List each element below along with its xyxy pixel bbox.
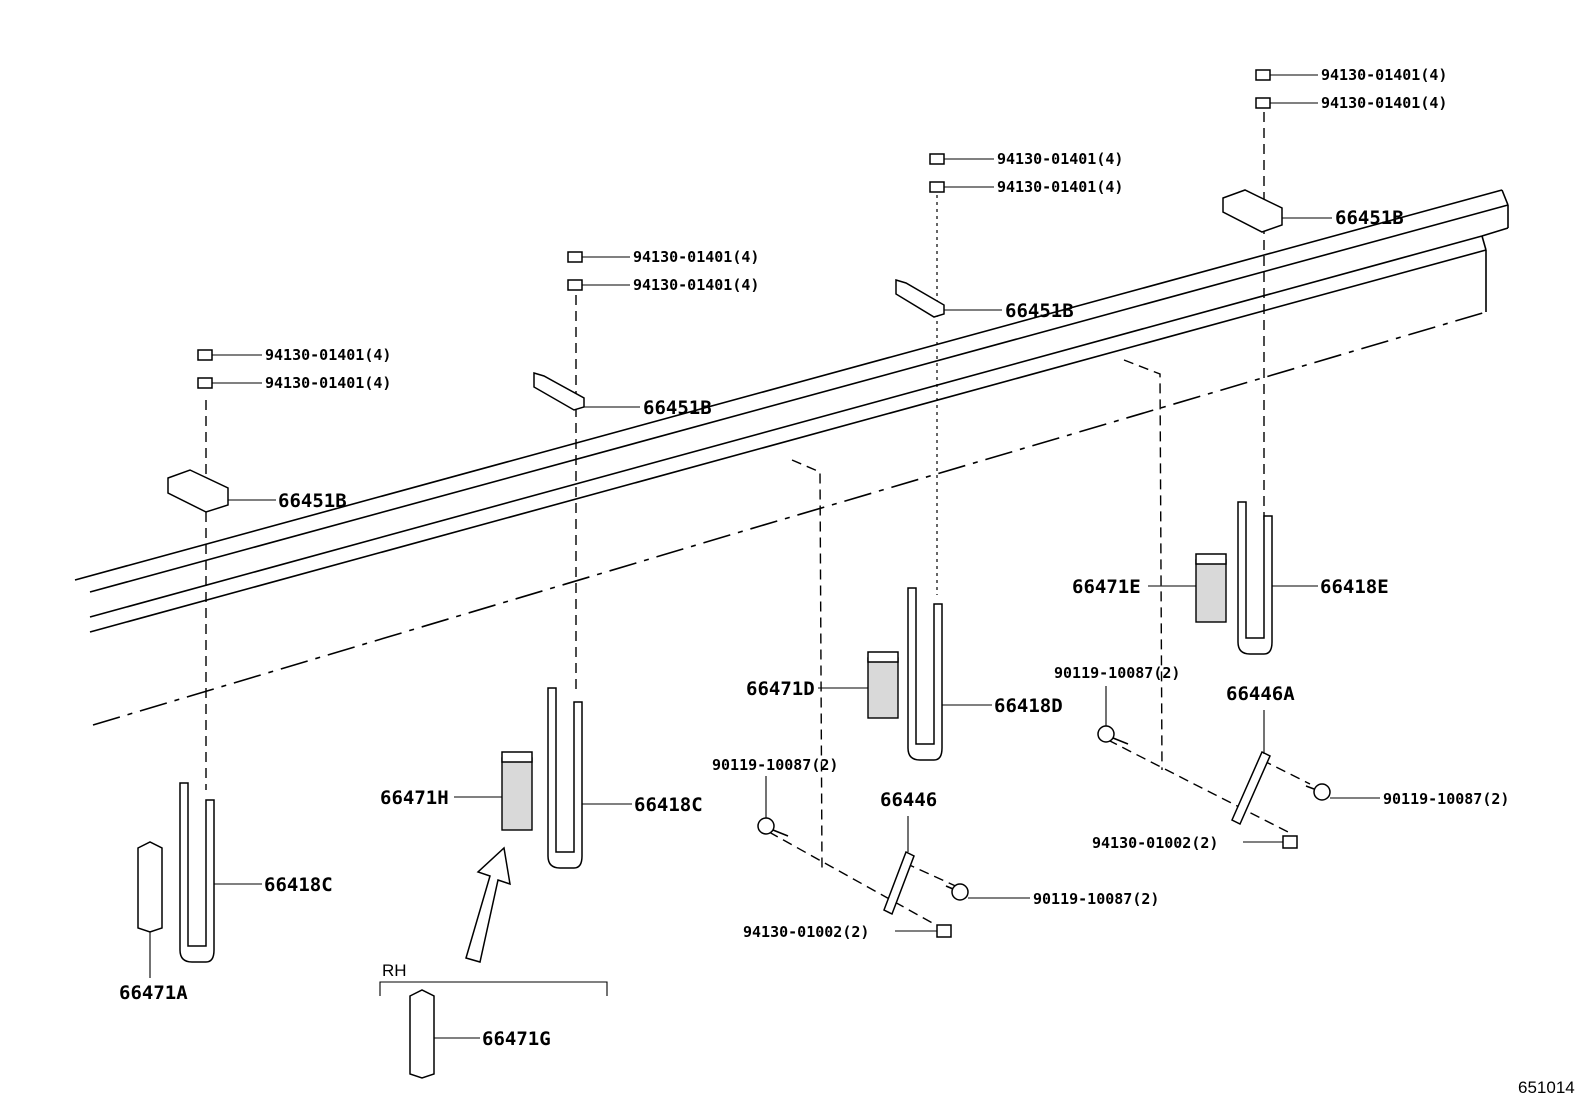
bolt-leaders [765,686,1380,899]
bracket-icon [883,750,1271,916]
rh-bracket [379,981,608,996]
spacer-h-label: 66471H [380,787,449,809]
bolt-label: 90119-10087(2) [1054,664,1180,682]
retainer-labels: 66451B 66451B 66451B 66451B [278,207,1404,512]
arrow-icon [465,846,511,963]
nut-label: 94130-01401(4) [1321,66,1447,84]
nut-label: 94130-01401(4) [633,248,759,266]
bolt-labels: 90119-10087(2) 90119-10087(2) 90119-1008… [712,664,1509,908]
nut-label: 94130-01401(4) [265,346,391,364]
u-bolt-leaders [214,585,1318,885]
spacer-e-label: 66471E [1072,576,1141,598]
bracket-leaders [907,710,1265,852]
small-nut-labels: 94130-01002(2) 94130-01002(2) [743,834,1218,941]
nut-label: 94130-01401(4) [997,150,1123,168]
u-bolt-c-label: 66418C [264,874,333,896]
u-bolt-e-label: 66418E [1320,576,1389,598]
nut-label: 94130-01401(4) [633,276,759,294]
nut-label: 94130-01401(4) [265,374,391,392]
small-nut-label: 94130-01002(2) [1092,834,1218,852]
u-bolt-icon [179,501,1273,963]
retainer-label: 66451B [278,490,347,512]
spacer-icon [137,553,1227,1079]
bolt-label: 90119-10087(2) [712,756,838,774]
nut-leaders [212,74,1318,384]
spacer-labels: 66471A 66471H 66471D 66471E 66471G [119,576,1141,1050]
u-bolt-c-label: 66418C [634,794,703,816]
diagram-code: 651014 [1518,1078,1575,1097]
nut-label: 94130-01401(4) [997,178,1123,196]
nut-labels: 94130-01401(4) 94130-01401(4) 94130-0140… [265,66,1447,392]
side-rail [74,189,1509,726]
nut-icon [197,69,1271,389]
retainer-icon [167,189,1283,513]
rh-label: RH [382,961,407,980]
small-nut-label: 94130-01002(2) [743,923,869,941]
small-nut-icon [936,835,1298,938]
spacer-a-label: 66471A [119,982,188,1004]
bolt-label: 90119-10087(2) [1383,790,1509,808]
retainer-leaders [228,217,1332,501]
spacer-d-label: 66471D [746,678,815,700]
retainer-label: 66451B [1005,300,1074,322]
bracket-a-label: 66446A [1226,683,1295,705]
nut-label: 94130-01401(4) [1321,94,1447,112]
spacer-leaders [149,585,1196,1039]
guide-lines [205,112,1311,931]
spacer-g-label: 66471G [482,1028,551,1050]
u-bolt-labels: 66418C 66418C 66418D 66418E [264,576,1389,896]
bolt-label: 90119-10087(2) [1033,890,1159,908]
retainer-label: 66451B [1335,207,1404,229]
bracket-labels: 66446 66446A [880,683,1295,811]
retainer-label: 66451B [643,397,712,419]
u-bolt-d-label: 66418D [994,695,1063,717]
bolt-icon [757,725,1331,901]
small-nut-leaders [895,841,1283,932]
bracket-label: 66446 [880,789,937,811]
